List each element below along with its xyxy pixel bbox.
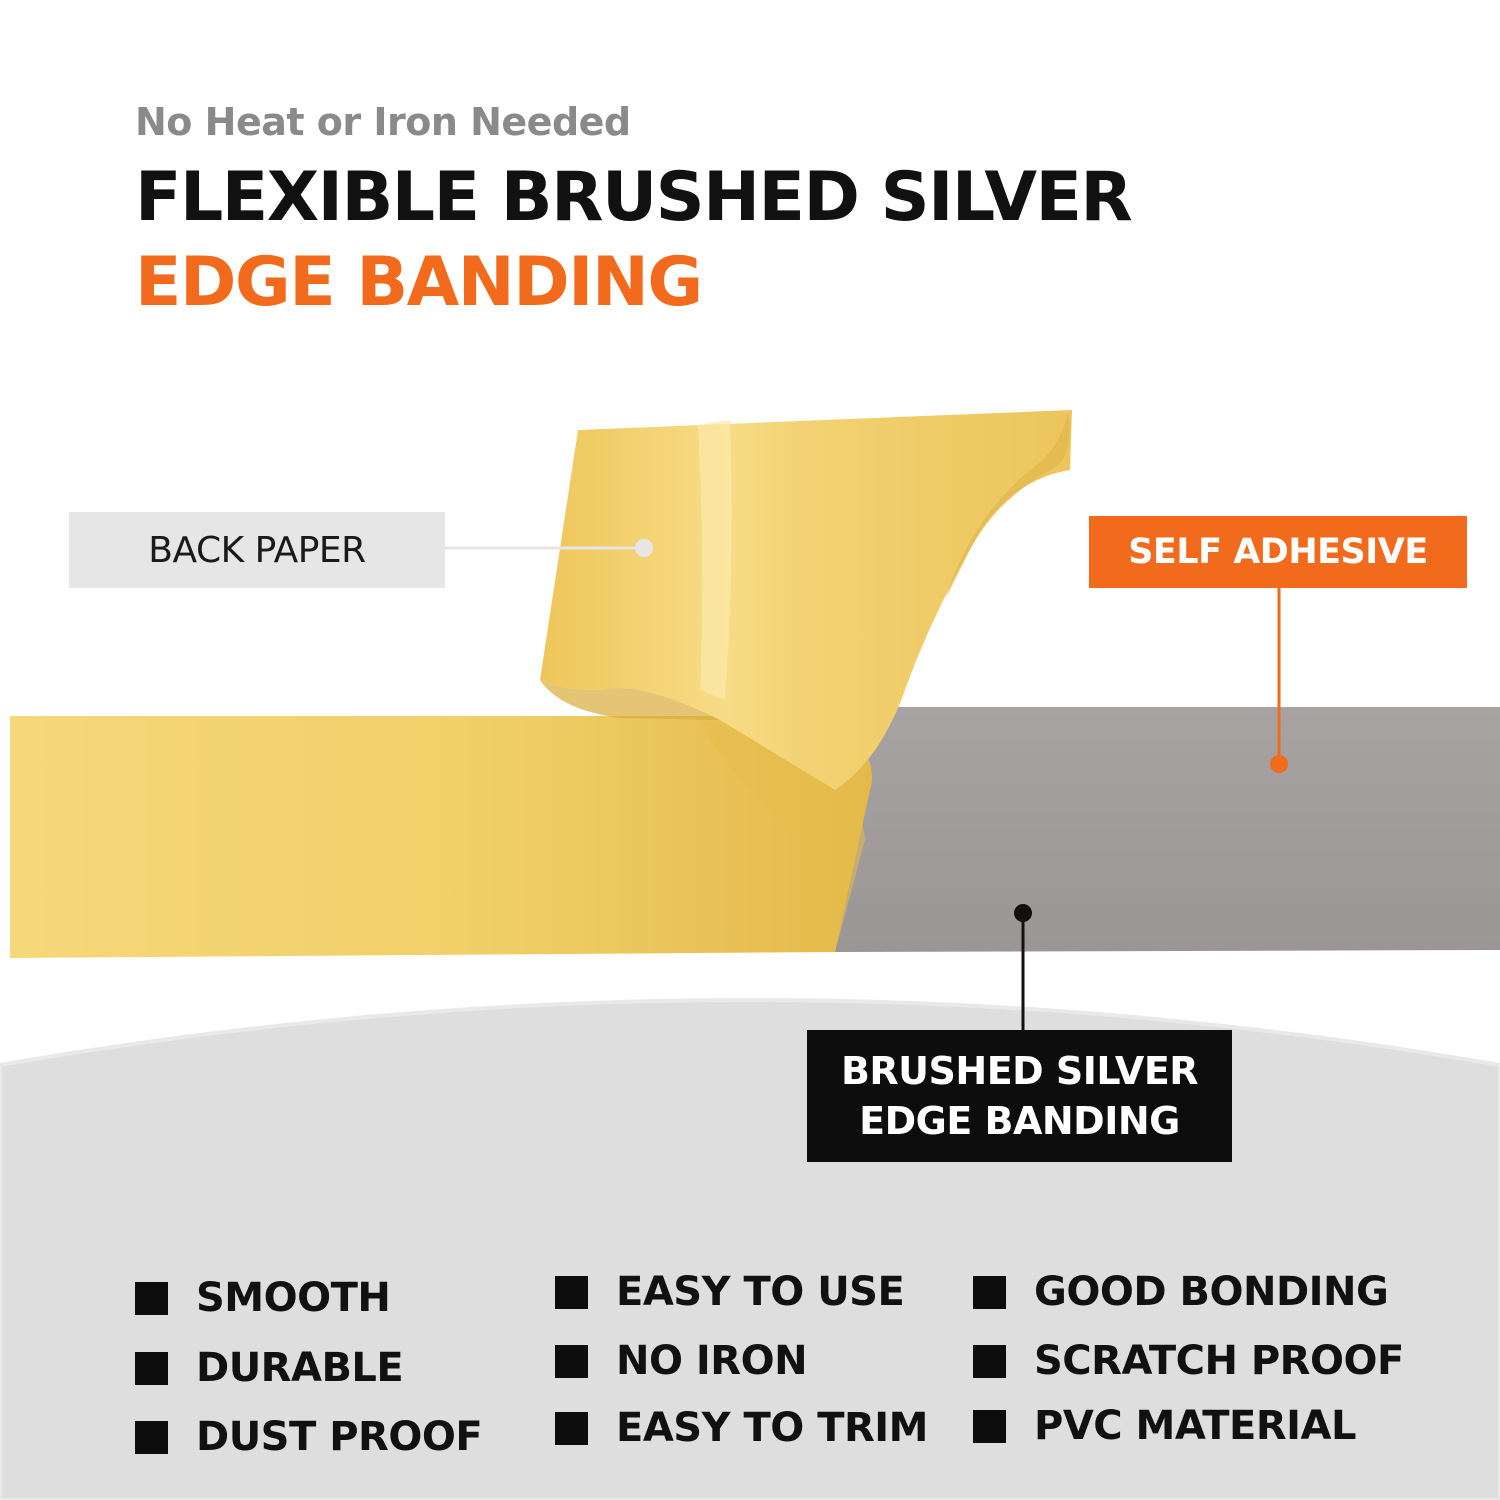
feature-item: EASY TO TRIM bbox=[555, 1405, 928, 1451]
back-paper-label: BACK PAPER bbox=[69, 512, 445, 588]
subtitle: No Heat or Iron Needed bbox=[135, 100, 631, 144]
feature-item: DUST PROOF bbox=[135, 1414, 483, 1460]
square-bullet-icon bbox=[135, 1420, 168, 1454]
feature-item: NO IRON bbox=[555, 1338, 808, 1384]
square-bullet-icon bbox=[973, 1409, 1006, 1443]
silver-strip bbox=[835, 707, 1500, 952]
feature-item: SCRATCH PROOF bbox=[973, 1338, 1404, 1384]
tape-loop bbox=[540, 410, 1072, 790]
feature-label: EASY TO TRIM bbox=[616, 1405, 928, 1451]
feature-item: EASY TO USE bbox=[555, 1269, 905, 1315]
feature-item: DURABLE bbox=[135, 1345, 404, 1391]
title-line-2: EDGE BANDING bbox=[135, 243, 703, 322]
square-bullet-icon bbox=[135, 1281, 168, 1315]
feature-label: DUST PROOF bbox=[196, 1414, 483, 1460]
square-bullet-icon bbox=[555, 1344, 588, 1378]
back-paper-dot bbox=[635, 539, 653, 557]
square-bullet-icon bbox=[555, 1275, 588, 1309]
flat-tape bbox=[10, 716, 872, 958]
feature-label: PVC MATERIAL bbox=[1034, 1403, 1356, 1449]
feature-item: PVC MATERIAL bbox=[973, 1403, 1356, 1449]
self-adhesive-dot bbox=[1270, 755, 1288, 773]
feature-label: NO IRON bbox=[616, 1338, 808, 1384]
brushed-silver-dot bbox=[1014, 904, 1032, 922]
feature-label: SCRATCH PROOF bbox=[1034, 1338, 1404, 1384]
self-adhesive-text: SELF ADHESIVE bbox=[1128, 532, 1428, 572]
feature-label: SMOOTH bbox=[196, 1275, 391, 1321]
feature-item: GOOD BONDING bbox=[973, 1269, 1389, 1315]
square-bullet-icon bbox=[973, 1344, 1006, 1378]
brushed-silver-text-1: BRUSHED SILVER bbox=[840, 1049, 1199, 1093]
feature-label: EASY TO USE bbox=[616, 1269, 905, 1315]
brushed-silver-label: BRUSHED SILVER EDGE BANDING bbox=[807, 1030, 1232, 1162]
brushed-silver-text-2: EDGE BANDING bbox=[859, 1099, 1180, 1143]
back-paper-text: BACK PAPER bbox=[148, 529, 366, 571]
feature-item: SMOOTH bbox=[135, 1275, 391, 1321]
square-bullet-icon bbox=[135, 1351, 168, 1385]
self-adhesive-label: SELF ADHESIVE bbox=[1089, 516, 1467, 588]
square-bullet-icon bbox=[973, 1275, 1006, 1309]
feature-label: GOOD BONDING bbox=[1034, 1269, 1389, 1315]
title-line-1: FLEXIBLE BRUSHED SILVER bbox=[135, 158, 1133, 237]
square-bullet-icon bbox=[555, 1411, 588, 1445]
feature-label: DURABLE bbox=[196, 1345, 404, 1391]
